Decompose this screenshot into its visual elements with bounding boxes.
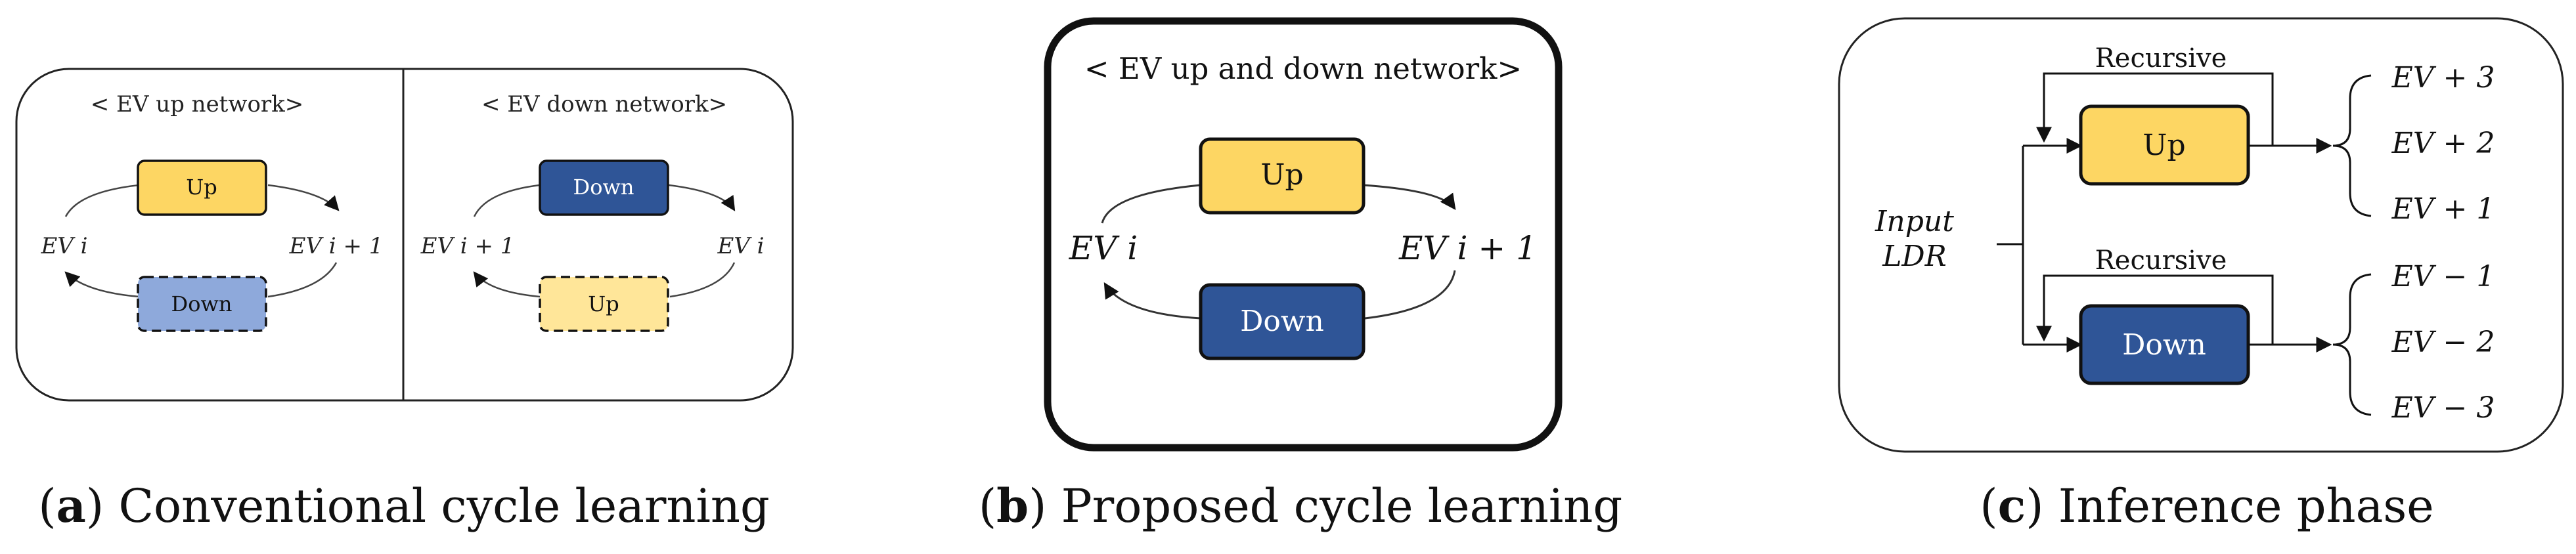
panel-c: Input LDR Recursive Recursive Up Down EV… — [1838, 17, 2564, 533]
panel-a-left-ev-left: EV i — [40, 233, 87, 259]
panel-b-top-arc — [1101, 184, 1455, 223]
panel-c-output-up-2: EV + 2 — [2391, 127, 2495, 160]
panel-a: < EV up network> Up Down EV i EV i + 1 <… — [15, 68, 794, 533]
panel-a-right-title: < EV down network> — [481, 91, 727, 117]
panel-a-right-down-label: Down — [573, 175, 634, 200]
panel-a-frame — [15, 68, 794, 402]
panel-b-ev-left: EV i — [1069, 229, 1138, 267]
panel-a-left-ev-right: EV i + 1 — [289, 233, 384, 259]
panel-a-caption: (a) Conventional cycle learning — [38, 479, 770, 533]
panel-a-right-top-arc — [473, 184, 734, 217]
panel-b-up-box — [1199, 137, 1366, 215]
panel-a-left-top-arc — [64, 184, 338, 217]
panel-a-left-down-box — [137, 276, 267, 332]
panel-a-right-up-label: Up — [588, 291, 619, 316]
panel-c-down-label: Down — [2122, 328, 2206, 362]
panel-a-right-ev-left: EV i + 1 — [420, 233, 515, 259]
panel-b-down-label: Down — [1240, 305, 1324, 338]
panel-c-down-brace — [2332, 273, 2372, 416]
panel-c-output-down-2: EV − 2 — [2391, 326, 2495, 359]
panel-c-output-down-1: EV − 1 — [2391, 260, 2495, 293]
panel-c-output-up-3: EV + 1 — [2391, 192, 2495, 226]
panel-c-recursive-top-label: Recursive — [2095, 43, 2227, 74]
panel-b-down-box — [1199, 283, 1366, 360]
panel-a-caption-letter: a — [56, 479, 86, 533]
panel-a-right-bottom-arc — [474, 263, 736, 298]
panel-c-up-brace — [2332, 74, 2372, 217]
panel-a-right-up-box — [539, 276, 669, 332]
panel-c-frame — [1838, 17, 2564, 453]
panel-a-left-down-label: Down — [171, 291, 233, 316]
panel-b-title: < EV up and down network> — [1084, 51, 1522, 86]
panel-a-right-ev-right: EV i — [717, 233, 764, 259]
panel-c-caption: (c) Inference phase — [1980, 479, 2433, 533]
panel-b-caption: (b) Proposed cycle learning — [979, 479, 1622, 533]
panel-a-left-up-label: Up — [186, 175, 217, 200]
panel-c-output-down-3: EV − 3 — [2391, 391, 2495, 425]
panel-a-caption-text: Conventional cycle learning — [104, 479, 770, 533]
panel-b-caption-text: Proposed cycle learning — [1046, 479, 1622, 533]
panel-b-caption-letter: b — [996, 479, 1029, 533]
panel-b-bottom-arc — [1105, 270, 1456, 320]
panel-b: < EV up and down network> Up Down EV i E… — [979, 17, 1622, 533]
panel-a-right-down-box — [539, 160, 669, 216]
panel-c-recursive-bottom-label: Recursive — [2095, 245, 2227, 276]
panel-c-caption-letter: c — [1998, 479, 2026, 533]
panel-b-ev-right: EV i + 1 — [1398, 229, 1537, 267]
panel-c-caption-text: Inference phase — [2044, 479, 2434, 533]
panel-a-left-up-box — [137, 160, 267, 216]
panel-c-output-up-1: EV + 3 — [2391, 61, 2495, 95]
panel-a-left-bottom-arc — [66, 263, 338, 298]
panel-b-up-label: Up — [1260, 158, 1303, 192]
panel-b-frame — [1044, 17, 1563, 452]
panel-a-left-title: < EV up network> — [91, 91, 304, 117]
panel-c-input-label-2: LDR — [1882, 240, 1947, 273]
panel-c-up-label: Up — [2143, 129, 2185, 162]
panel-c-input-label-1: Input — [1875, 205, 1954, 238]
